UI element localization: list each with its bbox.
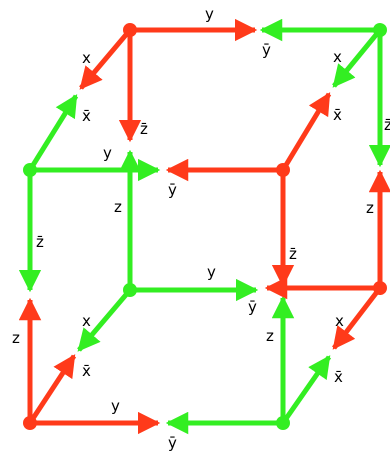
label-x: x — [82, 49, 91, 67]
label-z: z — [12, 329, 20, 347]
label-y: y — [103, 144, 112, 162]
edge-x-bottom-right — [332, 286, 382, 350]
label-x: x — [335, 312, 344, 330]
edge-x-bottom-left — [77, 288, 132, 352]
vertex-front-top-right — [276, 163, 290, 177]
label-z: z — [114, 198, 122, 216]
vertex-back-top-right — [373, 23, 387, 37]
edges — [18, 18, 390, 435]
vertex-front-bottom-right — [276, 416, 290, 430]
label-zbar: z̄ — [36, 233, 44, 251]
vertex-back-bottom-left — [123, 283, 137, 297]
label-zbar: z̄ — [384, 116, 390, 134]
vertex-back-bottom-right — [373, 281, 387, 295]
label-y: y — [111, 397, 120, 415]
edge-xbar-top-right — [280, 92, 332, 172]
edge-xbar-bottom-right — [280, 355, 332, 425]
vertex-front-top-left — [23, 163, 37, 177]
label-ybar: ȳ — [168, 434, 177, 452]
edge-x-top-right — [332, 28, 382, 88]
label-xbar: x̄ — [82, 362, 91, 380]
label-zbar: z̄ — [140, 120, 148, 138]
label-ybar: ȳ — [248, 298, 257, 316]
label-z: z — [266, 327, 274, 345]
edge-xbar-top-left — [27, 94, 79, 172]
edge-x-top-left — [79, 28, 132, 90]
label-z: z — [366, 199, 374, 217]
edge-xbar-bottom-left — [27, 354, 77, 425]
label-y: y — [205, 5, 214, 23]
edge-labels: y ȳ x x̄ x x̄ z̄ z z̄ z y ȳ z̄ z z̄ z y … — [12, 5, 390, 452]
label-ybar: ȳ — [262, 41, 271, 59]
label-xbar: x̄ — [82, 107, 91, 125]
label-xbar: x̄ — [333, 106, 342, 124]
label-x: x — [333, 48, 342, 66]
vertex-front-bottom-left — [23, 416, 37, 430]
label-zbar: z̄ — [289, 245, 297, 263]
label-y: y — [207, 263, 216, 281]
label-ybar: ȳ — [168, 181, 177, 199]
label-x: x — [82, 312, 91, 330]
label-xbar: x̄ — [334, 368, 343, 386]
vertex-back-top-left — [123, 23, 137, 37]
vertices — [23, 23, 387, 430]
